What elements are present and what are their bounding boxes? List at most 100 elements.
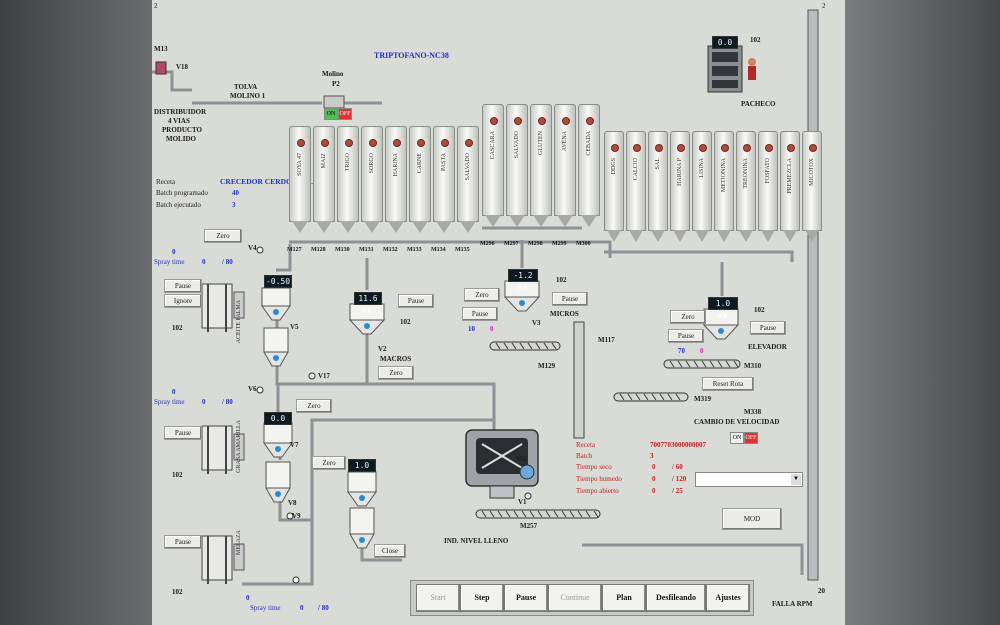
zero-button-v9[interactable]: Zero [312, 456, 346, 470]
tank-v7-display: 0.0 [264, 412, 292, 425]
group3-silo-5[interactable]: METIONINA [714, 131, 734, 242]
tank-v7-lower-body [265, 461, 291, 489]
pause-button[interactable]: Pause [504, 584, 548, 612]
zero-button-macros[interactable]: Zero [378, 366, 414, 380]
pause-button-3[interactable]: Pause [164, 535, 202, 549]
m129-label: M129 [538, 362, 556, 370]
micros-value-10: 10 [468, 325, 475, 333]
pipe-v7-mixer [278, 418, 494, 522]
tank-v7-valve-icon [275, 446, 281, 452]
p2-off-button[interactable]: OFF [338, 108, 352, 120]
group2-silo-name: CEBADA [586, 131, 592, 156]
pause-button-micros-2[interactable]: Pause [552, 292, 588, 306]
plan-button[interactable]: Plan [602, 584, 646, 612]
group3-silo-0[interactable]: DDGS [604, 131, 624, 242]
group1-silo-id: M131 [359, 247, 374, 253]
group1-silo-3[interactable]: SORGO [361, 126, 383, 233]
group3-silo-7[interactable]: FOSFATO [758, 131, 778, 242]
group1-silo-2[interactable]: TRIGO [337, 126, 359, 233]
m117-label: M117 [598, 336, 615, 344]
reset-rota-button[interactable]: Reset Rota [702, 377, 754, 391]
group2-silo-id: M298 [528, 241, 543, 247]
v1-label: V1 [518, 498, 527, 506]
step-button[interactable]: Step [460, 584, 504, 612]
group1-silo-5[interactable]: CARNE [409, 126, 431, 233]
group3-silo-6[interactable]: TREONINA [736, 131, 756, 242]
pause-button-macros[interactable]: Pause [398, 294, 434, 308]
ignore-button-1[interactable]: Ignore [164, 294, 202, 308]
p2-on-button[interactable]: ON [324, 108, 338, 120]
group1-silo-id: M132 [383, 247, 398, 253]
silo-hopper [460, 221, 476, 233]
cambio-off-button[interactable]: OFF [744, 432, 758, 444]
zero-button-mid[interactable]: Zero [296, 399, 332, 413]
v9-label: V9 [292, 512, 301, 520]
silo-hopper [629, 230, 643, 242]
group1-silo-0[interactable]: SOYA 47 [289, 126, 311, 233]
start-button[interactable]: Start [416, 584, 460, 612]
group2-silo-3[interactable]: AVENA [554, 104, 576, 227]
conveyor-m257-slat [593, 510, 599, 518]
recipe-select[interactable]: ▼ [695, 472, 803, 487]
pause-button-elevador-2[interactable]: Pause [750, 321, 786, 335]
group3-silo-8[interactable]: PREMEZCLA [780, 131, 800, 242]
tank-v9-lower-valve-icon [359, 537, 365, 543]
p2-label: P2 [332, 80, 340, 88]
group3-silo-1[interactable]: CALCIO [626, 131, 646, 242]
conveyor-m310-slat [701, 360, 707, 368]
liquid-tank-aceite-pump-icon [233, 291, 245, 319]
micros-small-display: 0.0 [518, 284, 527, 292]
group2-silo-name: CASCARA [490, 131, 496, 160]
group1-silo-name: SOYA 47 [297, 153, 303, 176]
conveyor-m310-slat [725, 360, 731, 368]
pause-button-elevador[interactable]: Pause [668, 329, 704, 343]
ajustes-button[interactable]: Ajustes [706, 584, 750, 612]
silo-hopper [739, 230, 753, 242]
group1-silo-name: SORGO [369, 153, 375, 174]
pause-button-micros[interactable]: Pause [462, 307, 498, 321]
zero-button-elevador[interactable]: Zero [670, 310, 706, 324]
mod-button[interactable]: MOD [722, 508, 782, 530]
group1-silo-1[interactable]: MAIZ [313, 126, 335, 233]
spray-zero-3: 0 [246, 594, 250, 602]
status-tiempo-seco-label: Tiempo seco [576, 463, 612, 471]
group2-silo-4[interactable]: CEBADA [578, 104, 600, 227]
group3-silo-2[interactable]: SAL [648, 131, 668, 242]
level-indicator-icon [677, 144, 685, 152]
desfileando-button[interactable]: Desfileando [646, 584, 706, 612]
conveyor-m129-slat [535, 342, 541, 350]
monitor-bezel-right [845, 0, 1000, 625]
tank-v5-body [261, 287, 291, 307]
group3-silo-3[interactable]: HARINA P [670, 131, 690, 242]
valve-v6-icon [256, 386, 264, 394]
group1-silo-6[interactable]: PASTA [433, 126, 455, 233]
pause-button-1[interactable]: Pause [164, 279, 202, 293]
tank-elevador-valve-icon [718, 328, 724, 334]
conveyor-m257-slat [513, 510, 519, 518]
zero-button-micros[interactable]: Zero [464, 288, 500, 302]
group1-silo-4[interactable]: HARINA [385, 126, 407, 233]
group2-silo-2[interactable]: GLUTEN [530, 104, 552, 227]
continue-button[interactable]: Continue [548, 584, 602, 612]
conveyor-m129-slat [527, 342, 533, 350]
group3-silo-name: TREONINA [743, 158, 749, 189]
close-button-v9[interactable]: Close [374, 544, 406, 558]
zero-button-top[interactable]: Zero [204, 229, 242, 243]
receta-label: Receta [156, 178, 176, 186]
group3-silo-9[interactable]: MICOTOX [802, 131, 822, 242]
group3-silo-4[interactable]: LISINA [692, 131, 712, 242]
distribuidor-label: DISTRIBUIDOR [154, 108, 207, 116]
status-receta-label: Receta [576, 441, 596, 449]
conveyor-m257-slat [537, 510, 543, 518]
group2-silo-1[interactable]: SALVADO [506, 104, 528, 227]
cambio-on-button[interactable]: ON [730, 432, 744, 444]
group3-silo-name: PREMEZCLA [787, 158, 793, 194]
group2-silo-0[interactable]: CASCARA [482, 104, 504, 227]
level-indicator-icon [393, 139, 401, 147]
pause-button-2[interactable]: Pause [164, 426, 202, 440]
chevron-down-icon[interactable]: ▼ [791, 474, 801, 485]
elevador-id: 102 [754, 306, 765, 314]
group1-silo-7[interactable]: SALVADO [457, 126, 479, 233]
